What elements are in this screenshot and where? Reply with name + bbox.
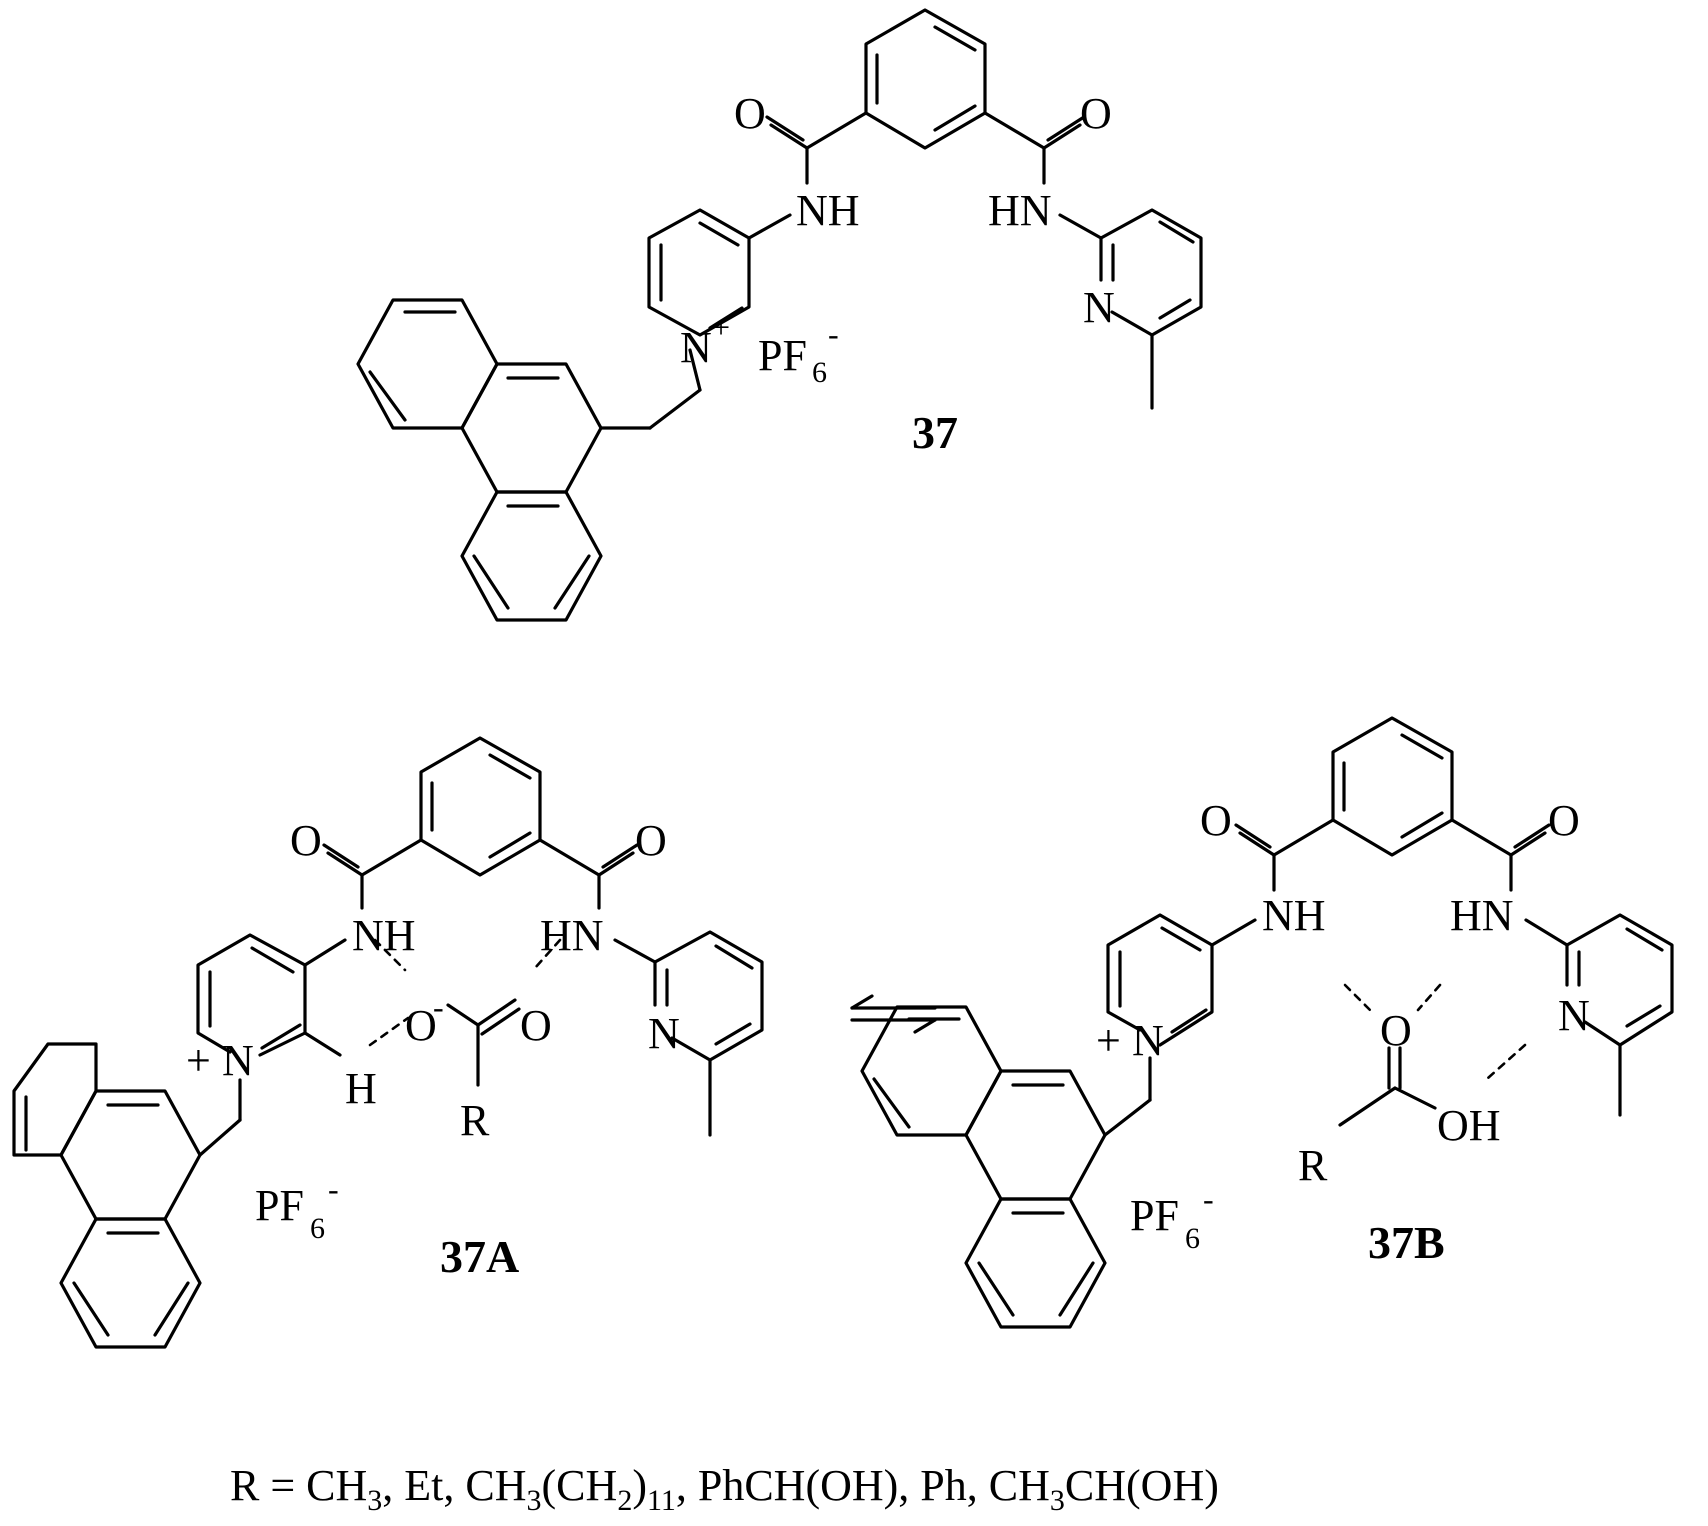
anthracene-37b [964,1069,1107,1201]
atom-n-pyridine: N [648,1009,680,1058]
atom-o-right: O [1548,796,1580,845]
charge-plus: + [712,309,730,345]
atom-hn: HN [988,186,1052,235]
counterion-sub: 6 [812,356,827,389]
atom-r: R [460,1096,490,1145]
atom-nh: NH [352,911,416,960]
atom-oh: OH [1437,1101,1501,1150]
anthracene-37 [460,362,603,494]
atom-h: H [345,1064,377,1113]
compound-37: O O NH HN N N + PF 6 - 37 [356,8,1203,622]
atom-o-left: O [734,89,766,138]
atom-n-pyridine: N [1558,991,1590,1040]
atom-hn: HN [540,911,604,960]
atom-o-left: O [290,816,322,865]
anthracene-37a [59,1089,202,1221]
charge-plus: + [186,1036,211,1085]
atom-nh: NH [796,186,860,235]
atom-hn: HN [1450,891,1514,940]
atom-n-pyridine: N [1083,283,1115,332]
benzene-ring-37 [864,8,987,150]
charge-plus: + [1096,1016,1121,1065]
atom-n-plus: N [680,323,712,372]
atom-r: R [1298,1141,1328,1190]
counterion-sub: 6 [310,1212,325,1245]
atom-o-carbonyl: O [520,1001,552,1050]
atom-o-minus: O [405,1001,437,1050]
benzene-ring-37b [1331,716,1454,857]
compound-37a: O O NH HN N N + H O - O R PF 6 - 37A [12,736,764,1349]
atom-o-left: O [1200,796,1232,845]
r-group-definition: R = CH3, Et, CH3(CH2)11, PhCH(OH), Ph, C… [230,1461,1219,1517]
counterion-sup: - [1203,1181,1214,1217]
atom-n-plus: N [1132,1016,1164,1065]
compound-37b: O O NH HN N N + O OH R PF 6 - 37B [860,716,1674,1329]
counterion-sub: 6 [1185,1222,1200,1255]
atom-n-plus: N [222,1036,254,1085]
charge-minus: - [433,989,444,1025]
atom-o-right: O [1080,89,1112,138]
counterion-sup: - [828,316,839,352]
compound-label-37a: 37A [440,1231,519,1282]
compound-label-37b: 37B [1368,1217,1445,1268]
counterion-sup: - [328,1171,339,1207]
counterion-pf: PF [1130,1191,1179,1240]
atom-nh: NH [1262,891,1326,940]
benzene-ring-37a [419,736,542,877]
atom-o-right: O [635,816,667,865]
counterion-pf: PF [758,331,807,380]
compound-label-37: 37 [912,407,958,458]
counterion-pf: PF [255,1181,304,1230]
atom-o-carbonyl: O [1380,1006,1412,1055]
